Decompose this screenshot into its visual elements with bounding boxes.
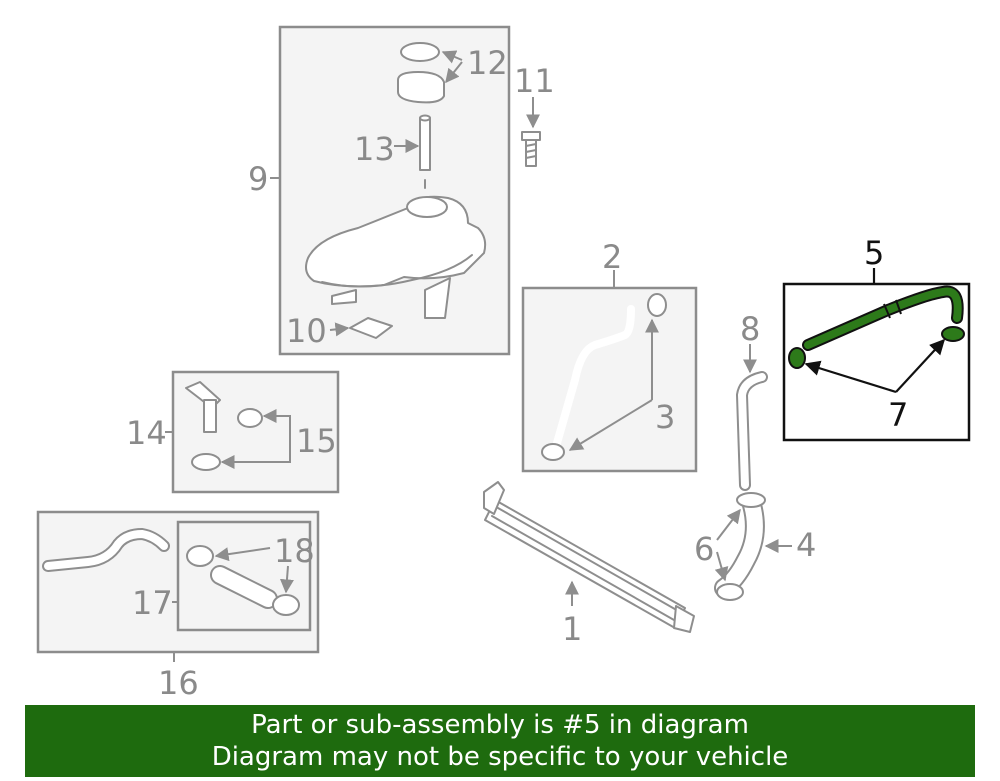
leader-12b [445, 61, 463, 84]
reservoir-seam [321, 254, 473, 288]
callout-16: 16 [158, 664, 199, 702]
reservoir-pipe-end [419, 114, 431, 122]
callout-18: 18 [274, 532, 315, 570]
hose-17-body [212, 567, 276, 607]
callout-4: 4 [796, 526, 816, 564]
callout-9: 9 [248, 160, 268, 198]
clamp-18-left [186, 545, 214, 567]
callout-17: 17 [132, 584, 173, 622]
hose-8-body [737, 373, 766, 489]
reservoir-side-bracket [331, 289, 357, 305]
callout-10: 10 [286, 312, 327, 350]
fitting-group-14: 15 14 [126, 370, 340, 494]
hose-group-16: 18 17 16 [36, 510, 320, 702]
callout-12: 12 [467, 44, 508, 82]
cooler-right-tank [673, 605, 695, 633]
leader-6a [716, 508, 741, 541]
callout-11: 11 [514, 62, 555, 100]
callout-8: 8 [740, 310, 760, 348]
hose-2-body [551, 305, 635, 454]
callout-7: 7 [888, 396, 908, 434]
leader-12a [441, 50, 463, 64]
banner-line-2: Diagram may not be specific to your vehi… [211, 742, 789, 772]
callout-6: 6 [694, 530, 714, 568]
leader-7a [804, 360, 897, 394]
clamp-18-right [272, 594, 300, 616]
cooler-left-tank [483, 481, 505, 515]
hose-5-bands [883, 299, 902, 319]
reservoir-mount-bracket [424, 277, 451, 319]
clamp-7-right [941, 326, 965, 342]
hose-5-body [804, 287, 962, 349]
bolt-thread [525, 143, 537, 159]
reservoir-cap [397, 71, 445, 104]
highlighted-hose-group-5: 5 7 [782, 234, 971, 442]
leader-10 [329, 322, 350, 337]
hose-group-5-box [782, 282, 971, 442]
clamp-6-top [736, 492, 766, 508]
hose-2-clamp-top [647, 293, 667, 317]
leader-7b [895, 338, 946, 393]
bolt-head [521, 131, 541, 141]
hose-group-2-box [521, 286, 698, 473]
info-banner: Part or sub-assembly is #5 in diagram Di… [25, 705, 975, 777]
cooler-fins [491, 507, 681, 621]
reservoir-pad [349, 317, 393, 339]
callout-2: 2 [602, 238, 622, 276]
hose-4-body [716, 497, 763, 596]
reservoir-pipe [419, 117, 431, 171]
callout-5: 5 [864, 234, 884, 272]
clamp-6-bottom [716, 583, 744, 601]
cap-seal [400, 42, 440, 62]
bolt-11: 11 [514, 62, 555, 167]
fitting-14-stem [203, 399, 217, 433]
callout-13: 13 [354, 130, 395, 168]
hose-8: 8 [735, 310, 768, 491]
leader-6b [714, 551, 729, 582]
leader-15a [262, 409, 291, 440]
hose-4: 4 6 [694, 492, 816, 601]
reservoir-group-box [278, 25, 511, 356]
leader-15b [220, 440, 291, 469]
clamp-7-left [788, 347, 806, 369]
leader-3b [568, 399, 653, 451]
hose-group-2: 2 3 [521, 238, 698, 473]
clamp-15-top [237, 408, 263, 428]
leader-18a [214, 547, 271, 562]
callout-1: 1 [562, 610, 582, 648]
leader-18b [279, 565, 294, 594]
hose-2-clamp-bottom [541, 443, 565, 461]
callout-15: 15 [296, 422, 337, 460]
cooler-1: 1 [483, 481, 695, 648]
reservoir-group: 12 13 10 9 [248, 25, 511, 356]
hose-16-body [44, 529, 168, 570]
reservoir-neck [406, 196, 448, 218]
callout-3: 3 [655, 398, 675, 436]
callout-14: 14 [126, 414, 167, 452]
banner-line-1: Part or sub-assembly is #5 in diagram [251, 710, 749, 740]
clamp-15-bottom [191, 453, 221, 471]
